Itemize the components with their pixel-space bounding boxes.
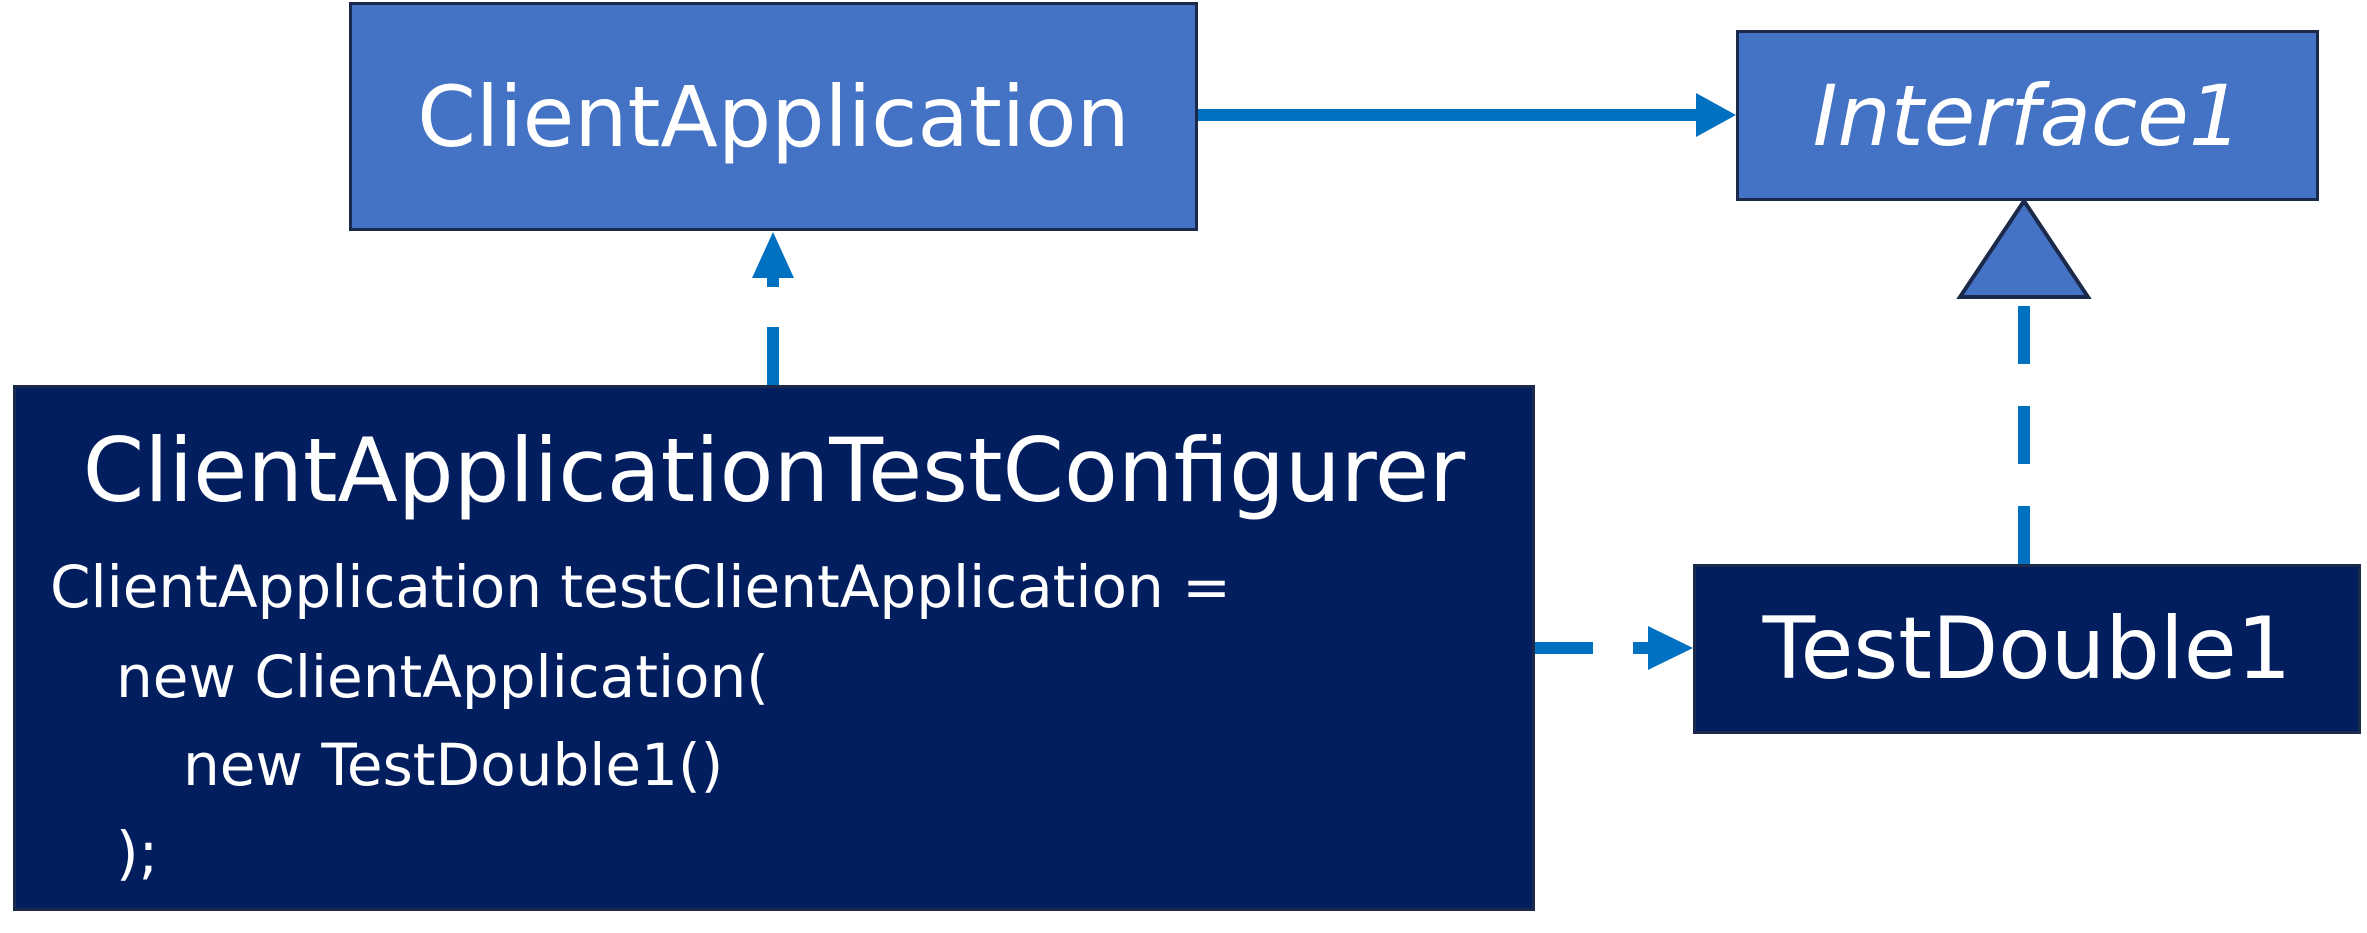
configurer-to-client-arrowhead (752, 232, 794, 278)
test-double1-class: TestDouble1 (1693, 564, 2361, 734)
code-line: ); (116, 819, 159, 887)
configurer-class: ClientApplicationTestConfigurer ClientAp… (13, 385, 1535, 911)
configurer-title: ClientApplicationTestConfigurer (82, 419, 1466, 522)
code-line: ClientApplication testClientApplication … (50, 553, 1231, 621)
code-line: new ClientApplication( (116, 643, 769, 711)
interface1-label: Interface1 (1812, 66, 2243, 165)
realization-triangle-head (1956, 197, 2092, 299)
interface1-class: Interface1 (1736, 30, 2319, 201)
client-application-class: ClientApplication (349, 2, 1198, 231)
configurer-to-testdouble-arrowhead (1648, 626, 1693, 670)
association-arrowhead (1696, 93, 1736, 137)
client-application-label: ClientApplication (417, 67, 1130, 166)
code-line: new TestDouble1() (183, 731, 724, 799)
test-double1-label: TestDouble1 (1762, 599, 2292, 699)
